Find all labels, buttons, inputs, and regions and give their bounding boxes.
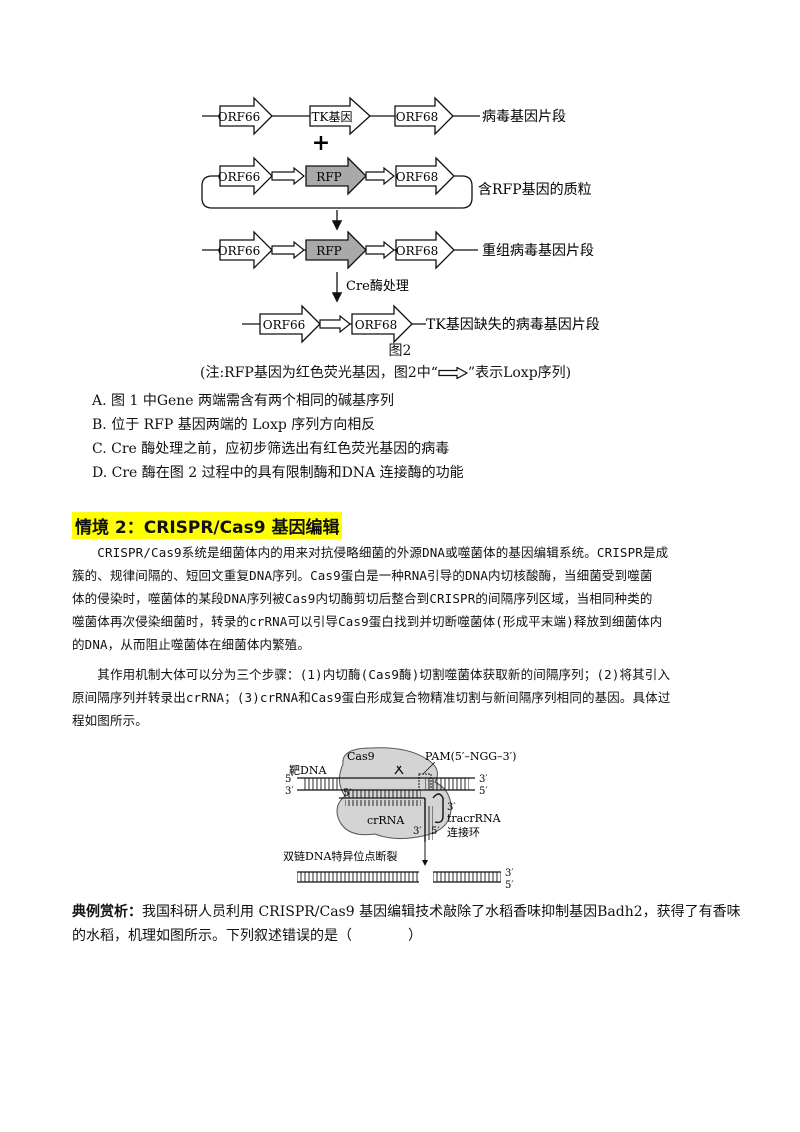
plus-sign: + <box>312 130 330 156</box>
section-title: 情境 2：CRISPR/Cas9 基因编辑 <box>72 512 343 539</box>
three-prime-top-right: 3′ <box>479 774 488 785</box>
three-prime-bottom-left: 3′ <box>285 786 294 797</box>
target-dna <box>297 777 475 799</box>
crrna-label: crRNA <box>367 814 405 827</box>
paragraph-line: 原间隔序列并转录出crRNA；(3)crRNA和Cas9蛋白形成复合物精准切割与… <box>72 690 671 705</box>
paragraph-line: 体的侵染时，噬菌体的某段DNA序列被Cas9内切酶剪切后整合到CRISPR的间隔… <box>72 591 653 606</box>
orf66-label: ORF66 <box>263 318 305 332</box>
paragraph-1: CRISPR/Cas9系统是细菌体内的用来对抗侵略细菌的外源DNA或噬菌体的基因… <box>72 541 732 656</box>
cleavage-label: 双链DNA特异位点断裂 <box>283 849 397 863</box>
tk-gene-label: TK基因 <box>312 110 353 124</box>
paragraph-line: 其作用机制大体可以分为三个步骤：(1)内切酶(Cas9酶)切割噬菌体获取新的间隔… <box>72 667 671 682</box>
note-suffix: ”表示Loxp序列) <box>467 365 572 381</box>
orf66-label: ORF66 <box>218 170 260 184</box>
rfp-arrow <box>305 156 367 196</box>
row4-caption: TK基因缺失的病毒基因片段 <box>426 316 600 333</box>
orf68-label: ORF68 <box>396 170 438 184</box>
five-prime-crrna: 5′ <box>431 826 440 837</box>
three-prime-crrna: 3′ <box>413 826 422 837</box>
paragraph-line: CRISPR/Cas9系统是细菌体内的用来对抗侵略细菌的外源DNA或噬菌体的基因… <box>72 545 669 560</box>
orf68-label: ORF68 <box>355 318 397 332</box>
orf68-arrow <box>351 304 413 344</box>
crispr-cas9-diagram: Cas9 PAM(5′–NGG–3′) 靶DNA 5′ 3′ 3′ 5′ 5′ … <box>283 747 516 891</box>
option-a: A. 图 1 中Gene 两端需含有两个相同的碱基序列 <box>92 393 395 409</box>
orf68-label: ORF68 <box>396 110 438 124</box>
orf68-arrow <box>394 96 454 136</box>
loxp-arrow <box>319 314 351 334</box>
loxp-symbol-icon <box>438 366 469 380</box>
option-b: B. 位于 RFP 基因两端的 Loxp 序列方向相反 <box>92 417 376 433</box>
pam-label: PAM(5′–NGG–3′) <box>425 750 516 763</box>
five-prime-bottom-right: 5′ <box>479 786 488 797</box>
five-prime-top-left: 5′ <box>285 774 294 785</box>
option-c: C. Cre 酶处理之前，应初步筛选出有红色荧光基因的病毒 <box>92 441 450 457</box>
orf68-arrow <box>395 156 455 196</box>
loxp-arrow-left <box>271 240 305 260</box>
option-d: D. Cre 酶在图 2 过程中的具有限制酶和DNA 连接酶的功能 <box>92 465 464 481</box>
linker-label: 连接环 <box>447 826 480 839</box>
orf66-label: ORF66 <box>218 110 260 124</box>
rfp-arrow <box>305 230 367 270</box>
orf66-arrow <box>219 230 273 270</box>
orf66-arrow <box>219 96 273 136</box>
example-line-2: 的水稻，机理如图所示。下列叙述错误的是（ ） <box>72 928 422 944</box>
three-prime-cleaved: 3′ <box>505 868 514 879</box>
rfp-label: RFP <box>316 244 341 258</box>
orf68-label: ORF68 <box>396 244 438 258</box>
figure-2-note: (注:RFP基因为红色荧光基因，图2中“ ”表示Loxp序列) <box>200 362 640 382</box>
row2-caption: 含RFP基因的质粒 <box>478 181 592 198</box>
tracrrna-label: tracrRNA <box>447 812 502 825</box>
row1-caption: 病毒基因片段 <box>482 108 566 125</box>
rfp-label: RFP <box>316 170 341 184</box>
scissors-icon <box>394 765 404 775</box>
note-prefix: (注:RFP基因为红色荧光基因，图2中“ <box>200 365 438 381</box>
row2-plasmid: ORF66 RFP ORF68 含RFP基因的质粒 <box>201 156 592 209</box>
row3-caption: 重组病毒基因片段 <box>482 242 594 259</box>
tk-gene-arrow <box>309 96 371 136</box>
cre-process-label: Cre酶处理 <box>346 278 409 294</box>
example-question: 典例赏析：我国科研人员利用 CRISPR/Cas9 基因编辑技术敲除了水稻香味抑… <box>72 900 741 948</box>
five-prime-inner: 5′ <box>343 788 352 799</box>
row1-viral-fragment: ORF66 TK基因 ORF68 病毒基因片段 <box>202 96 566 136</box>
orf68-arrow <box>395 230 455 270</box>
loxp-arrow-right <box>365 166 395 186</box>
paragraph-line: 噬菌体再次侵染细菌时，转录的crRNA可以引导Cas9蛋白找到并切断噬菌体(形成… <box>72 614 663 629</box>
orf66-arrow <box>219 156 273 196</box>
paragraph-line: 的DNA，从而阻止噬菌体在细菌体内繁殖。 <box>72 637 311 652</box>
cas9-label: Cas9 <box>347 750 375 763</box>
five-prime-cleaved: 5′ <box>505 880 514 891</box>
orf66-arrow <box>259 304 321 344</box>
figure-2-diagram: ORF66 TK基因 ORF68 病毒基因片段 + ORF66 RFP ORF6… <box>201 96 600 344</box>
figure-2-title: 图2 <box>388 343 412 359</box>
three-prime-rna: 3′ <box>447 802 456 813</box>
cleaved-dna <box>297 871 501 883</box>
example-line-1: 我国科研人员利用 CRISPR/Cas9 基因编辑技术敲除了水稻香味抑制基因Ba… <box>142 904 741 920</box>
target-dna-label: 靶DNA <box>289 764 327 777</box>
example-label: 典例赏析： <box>72 904 142 920</box>
row4-tk-deleted-fragment: ORF66 ORF68 TK基因缺失的病毒基因片段 <box>242 304 600 344</box>
row3-recombinant-fragment: ORF66 RFP ORF68 重组病毒基因片段 <box>202 230 594 270</box>
orf66-label: ORF66 <box>218 244 260 258</box>
loxp-arrow-left <box>271 166 305 186</box>
loxp-arrow-right <box>365 240 395 260</box>
paragraph-line: 簇的、规律间隔的、短回文重复DNA序列。Cas9蛋白是一种RNA引导的DNA内切… <box>72 568 653 583</box>
paragraph-2: 其作用机制大体可以分为三个步骤：(1)内切酶(Cas9酶)切割噬菌体获取新的间隔… <box>72 663 732 732</box>
paragraph-line: 程如图所示。 <box>72 713 148 728</box>
